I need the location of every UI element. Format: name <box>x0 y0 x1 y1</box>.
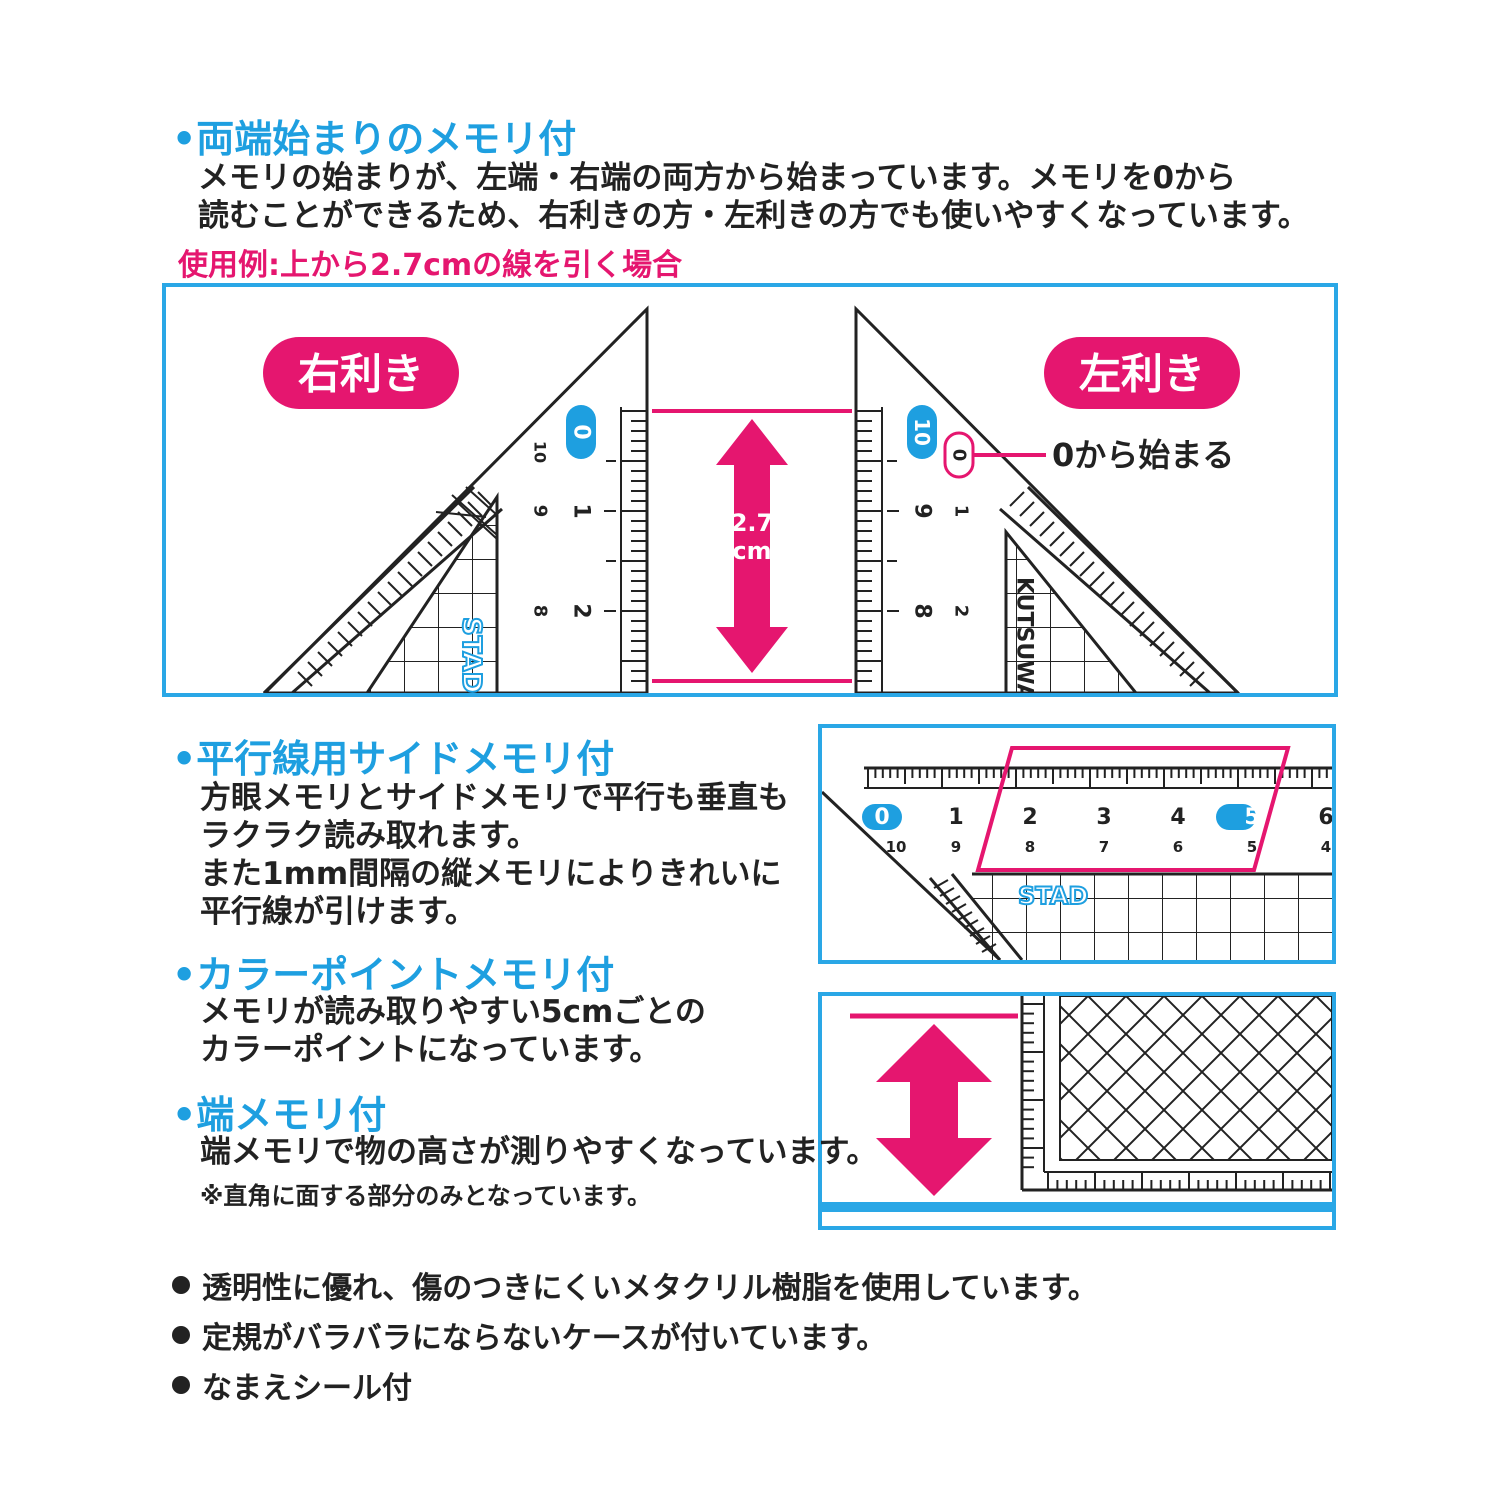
example-diagram: 0 10 1 9 2 8 STAD <box>162 283 1338 697</box>
ends-title: •両端始まりのメモリ付 <box>172 117 577 161</box>
brand-right: KUTSUWA <box>1012 577 1037 693</box>
bullet-dot <box>172 1326 190 1344</box>
right-hand-badge <box>263 337 459 409</box>
scale-right-0: 0 <box>949 449 970 462</box>
left-triangle: 0 10 1 9 2 8 STAD <box>262 305 649 693</box>
measure-unit: cm <box>732 537 771 565</box>
left-hand-label: 左利き <box>1079 350 1205 399</box>
ruler-number-top: 6 <box>1318 805 1332 830</box>
ruler-number-top: 1 <box>948 805 963 830</box>
bullet-list: 透明性に優れ、傷のつきにくいメタクリル樹脂を使用しています。 定規がバラバラにな… <box>172 1260 1098 1410</box>
color-title: •カラーポイントメモリ付 <box>172 953 615 997</box>
scale-right-1: 1 <box>951 505 972 518</box>
ends-line-1: メモリの始まりが、左端・右端の両方から始まっています。メモリを0から <box>198 160 1237 196</box>
ruler-number-bottom: 9 <box>951 838 961 856</box>
right-hand-label: 右利き <box>298 350 424 399</box>
scale-left-2: 2 <box>569 603 594 618</box>
left-zero-pill <box>566 405 596 459</box>
scale-left-0: 0 <box>569 424 594 439</box>
ruler-number-top: 2 <box>1022 805 1037 830</box>
five-pill-2 <box>1216 804 1256 830</box>
scale-left-1: 1 <box>569 503 594 518</box>
ruler-number-bottom: 6 <box>1173 838 1183 856</box>
bullet-dot <box>172 1376 190 1394</box>
parallel-line-1: 方眼メモリとサイドメモリで平行も垂直も <box>200 780 789 816</box>
parallel-line-3: また1mm間隔の縦メモリによりきれいに <box>200 856 782 892</box>
ruler-number-top: 5 <box>1244 805 1259 830</box>
scale-right-9: 9 <box>910 503 935 518</box>
bullet-text-3: なまえシール付 <box>202 1371 412 1406</box>
zero-pill-2 <box>862 804 902 830</box>
bullet-item: なまえシール付 <box>172 1360 1098 1410</box>
ruler-number-bottom: 10 <box>886 838 907 856</box>
example-diagram-svg: 0 10 1 9 2 8 STAD <box>262 305 1241 693</box>
bullet-text-1: 透明性に優れ、傷のつきにくいメタクリル樹脂を使用しています。 <box>202 1271 1098 1306</box>
ruler-number-top: 0 <box>874 805 889 830</box>
left-hand-badge <box>1044 337 1240 409</box>
scale-right-8: 8 <box>910 603 935 618</box>
ruler-number-top: 3 <box>1096 805 1111 830</box>
parallel-line-2: ラクラク読み取れます。 <box>200 818 538 854</box>
side-scale-diagram: 0 1 2 3 4 5 6 10 9 8 7 6 5 4 STAD <box>818 724 1336 964</box>
callout-text: 0から始まる <box>1052 436 1234 474</box>
bullet-dot <box>172 1276 190 1294</box>
bullet-item: 透明性に優れ、傷のつきにくいメタクリル樹脂を使用しています。 <box>172 1260 1098 1310</box>
right-triangle: 10 0 9 1 8 2 KUTSUWA 0から始まる <box>854 305 1241 693</box>
ruler-number-bottom: 4 <box>1321 838 1331 856</box>
floor-line <box>822 1202 1332 1212</box>
measure-value: 2.7 <box>731 509 774 537</box>
scale-left-8: 8 <box>530 605 551 618</box>
scale-left-10: 10 <box>531 441 550 463</box>
brand-left: STAD <box>456 617 486 693</box>
ruler-number-bottom: 7 <box>1099 838 1109 856</box>
measure-arrow: 2.7 cm <box>652 409 852 683</box>
scale-right-10: 10 <box>910 418 934 446</box>
edge-line-1: 端メモリで物の高さが測りやすくなっています。 <box>200 1134 878 1170</box>
scale-left-9: 9 <box>530 505 551 518</box>
color-line-1: メモリが読み取りやすい5cmごとの <box>200 994 706 1030</box>
ends-line-2: 読むことができるため、右利きの方・左利きの方でも使いやすくなっています。 <box>198 198 1309 234</box>
side-scale-svg: 0 1 2 3 4 5 6 10 9 8 7 6 5 4 STAD <box>822 746 1332 960</box>
color-line-2: カラーポイントになっています。 <box>200 1032 661 1068</box>
edge-title: •端メモリ付 <box>172 1093 387 1137</box>
bullet-text-2: 定規がバラバラにならないケースが付いています。 <box>202 1321 887 1356</box>
height-arrow <box>876 1024 992 1196</box>
brand-2: STAD <box>1018 882 1088 910</box>
edge-scale-diagram <box>818 992 1336 1230</box>
ruler-number-bottom: 8 <box>1025 838 1035 856</box>
bullet-item: 定規がバラバラにならないケースが付いています。 <box>172 1310 1098 1360</box>
scale-right-2: 2 <box>951 605 972 618</box>
parallel-line-4: 平行線が引けます。 <box>200 894 476 930</box>
usage-example: 使用例:上から2.7cmの線を引く場合 <box>178 248 683 283</box>
parallel-highlight <box>975 746 1291 872</box>
right-ten-pill <box>907 405 937 459</box>
parallel-title: •平行線用サイドメモリ付 <box>172 737 615 781</box>
ruler-number-top: 4 <box>1170 805 1185 830</box>
edge-note: ※直角に面する部分のみとなっています。 <box>200 1182 652 1210</box>
edge-scale-svg <box>822 996 1332 1212</box>
ruler-number-bottom: 5 <box>1247 838 1257 856</box>
